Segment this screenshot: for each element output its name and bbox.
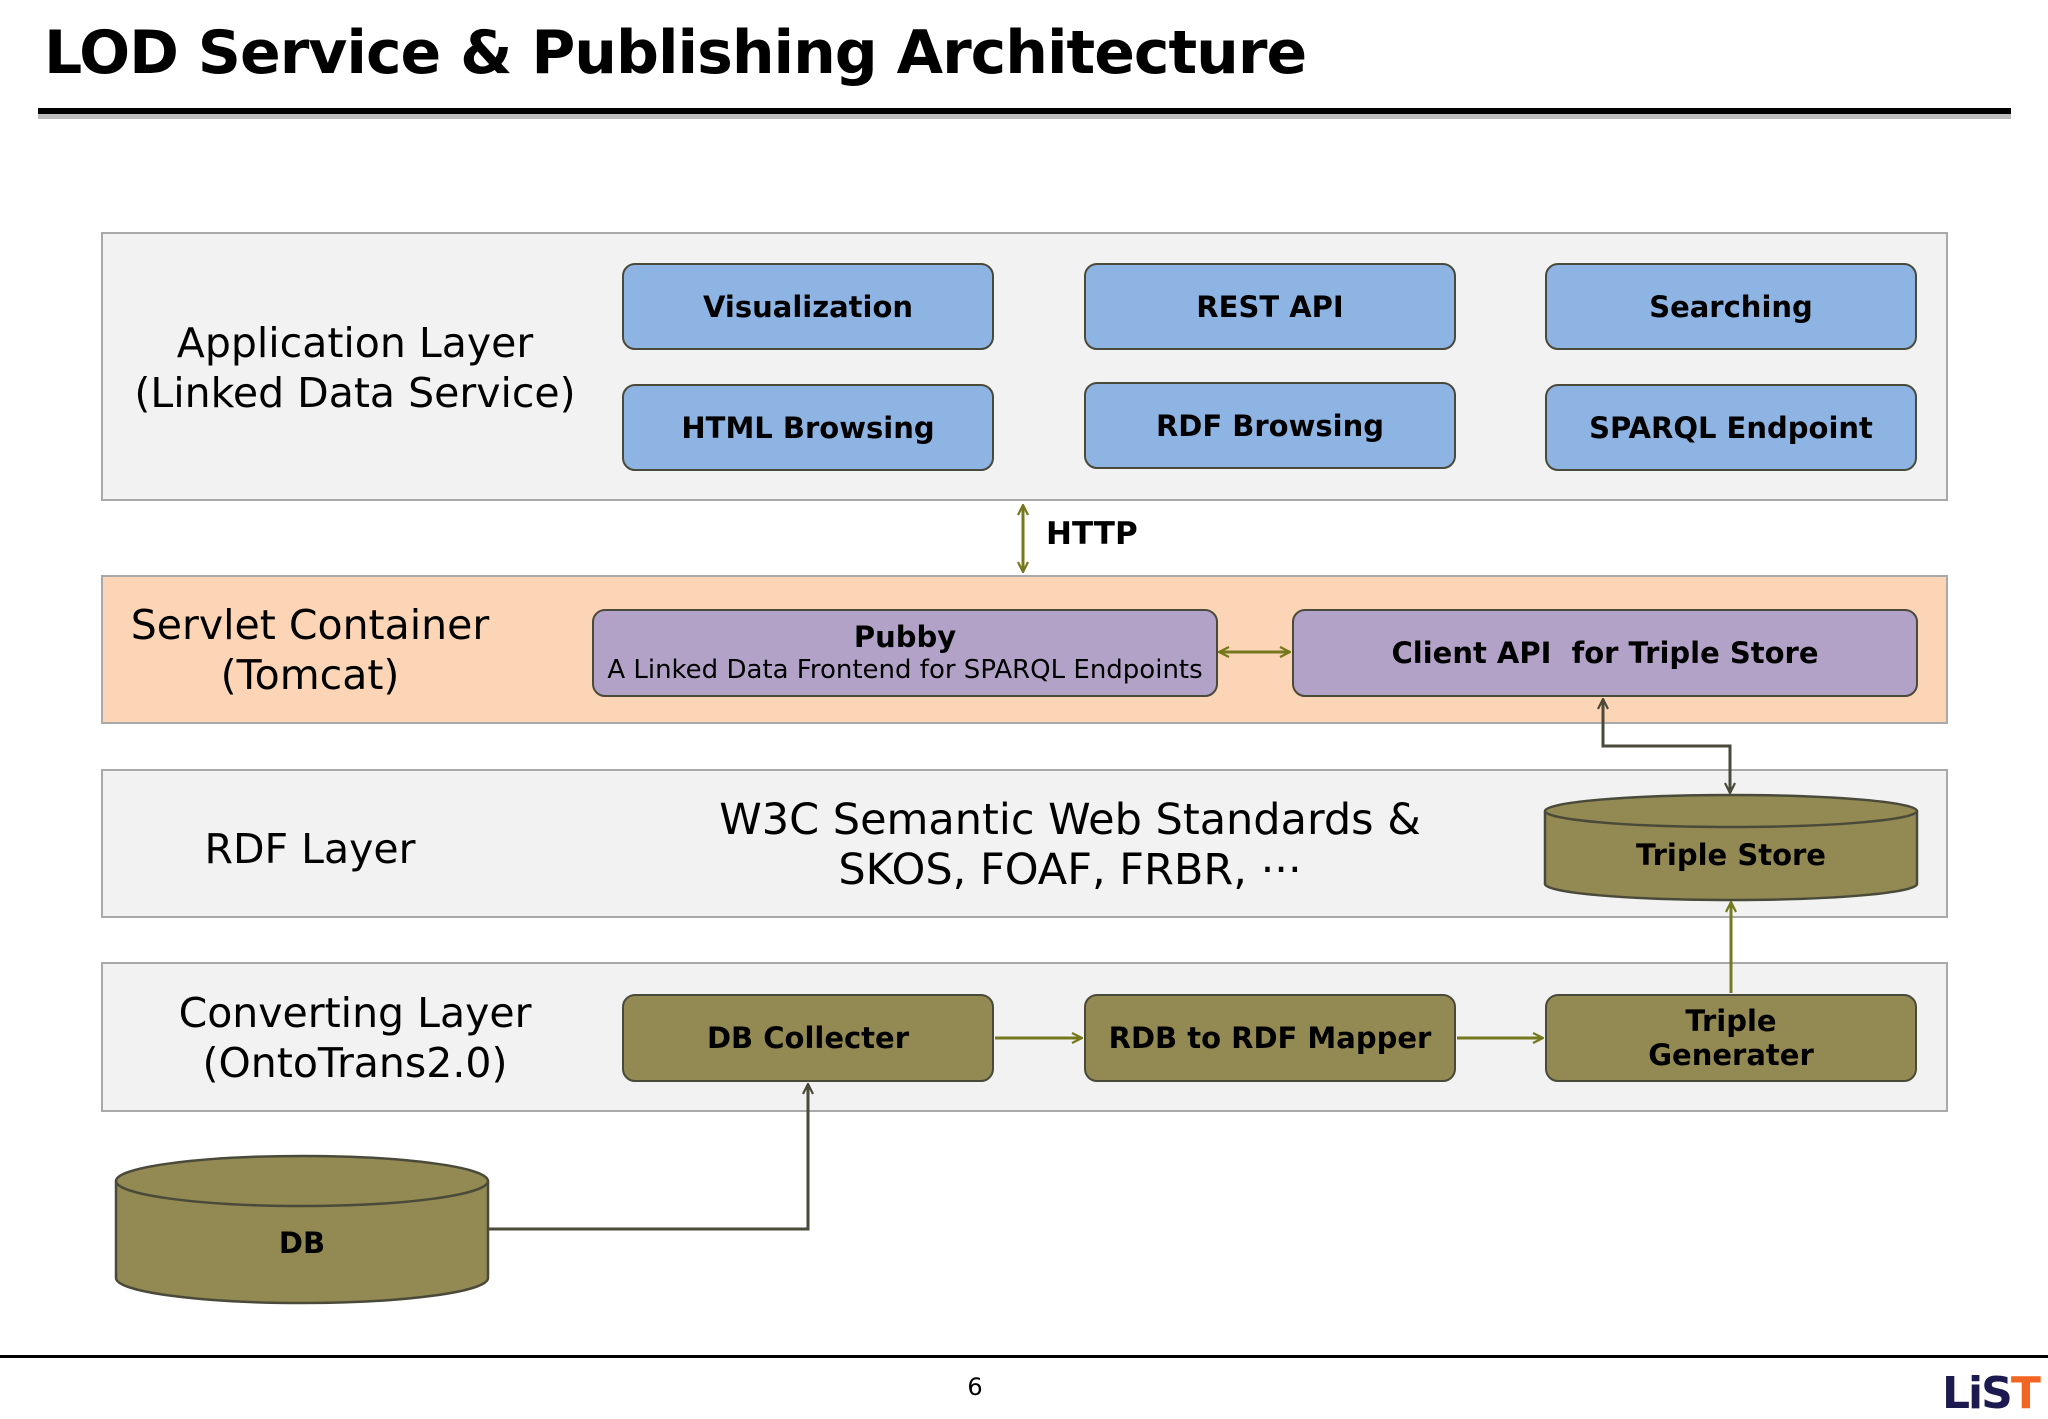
component-label: REST API <box>1196 289 1344 324</box>
page-number: 6 <box>967 1373 983 1401</box>
client-api-component: Client API for Triple Store <box>1292 609 1918 697</box>
rdb-to-rdf-mapper-component: RDB to RDF Mapper <box>1084 994 1456 1082</box>
pubby-subtitle: A Linked Data Frontend for SPARQL Endpoi… <box>607 655 1203 685</box>
component-label: Client API for Triple Store <box>1391 636 1819 670</box>
component-label: HTML Browsing <box>681 410 935 445</box>
searching-component: Searching <box>1545 263 1917 350</box>
list-logo: LiST <box>1942 1368 2041 1419</box>
db-label: DB <box>278 1226 326 1260</box>
db-collecter-component: DB Collecter <box>622 994 994 1082</box>
footer-rule <box>0 1355 2048 1358</box>
http-label: HTTP <box>1046 516 1138 552</box>
component-label: Visualization <box>702 289 914 324</box>
sparql-endpoint-component: SPARQL Endpoint <box>1545 384 1917 471</box>
html-browsing-component: HTML Browsing <box>622 384 994 471</box>
rest-api-component: REST API <box>1084 263 1456 350</box>
component-label: SPARQL Endpoint <box>1589 410 1873 445</box>
triple-generater-component: Triple Generater <box>1545 994 1917 1082</box>
rdf-layer-label: RDF Layer <box>204 825 416 873</box>
pubby-title: Pubby <box>853 620 957 654</box>
component-label: Triple Generater <box>1648 1004 1814 1072</box>
component-label: RDB to RDF Mapper <box>1108 1021 1432 1055</box>
component-label: RDF Browsing <box>1155 408 1385 443</box>
application-layer-label: Application Layer (Linked Data Service) <box>134 319 576 417</box>
rdf-browsing-component: RDF Browsing <box>1084 382 1456 469</box>
title-underline-shadow <box>38 114 2011 119</box>
servlet-container-label: Servlet Container (Tomcat) <box>130 601 490 699</box>
component-label: Searching <box>1649 289 1813 324</box>
component-label: DB Collecter <box>706 1021 910 1055</box>
logo-accent: T <box>2010 1368 2041 1419</box>
title-underline <box>38 108 2011 114</box>
slide-title: LOD Service & Publishing Architecture <box>44 18 1307 88</box>
rdf-standards-text: W3C Semantic Web Standards & SKOS, FOAF,… <box>719 795 1421 895</box>
visualization-component: Visualization <box>622 263 994 350</box>
triple-store-label: Triple Store <box>1636 838 1826 872</box>
logo-main: LiS <box>1942 1368 2013 1419</box>
pubby-component: Pubby A Linked Data Frontend for SPARQL … <box>592 609 1218 697</box>
converting-layer-label: Converting Layer (OntoTrans2.0) <box>178 989 532 1087</box>
